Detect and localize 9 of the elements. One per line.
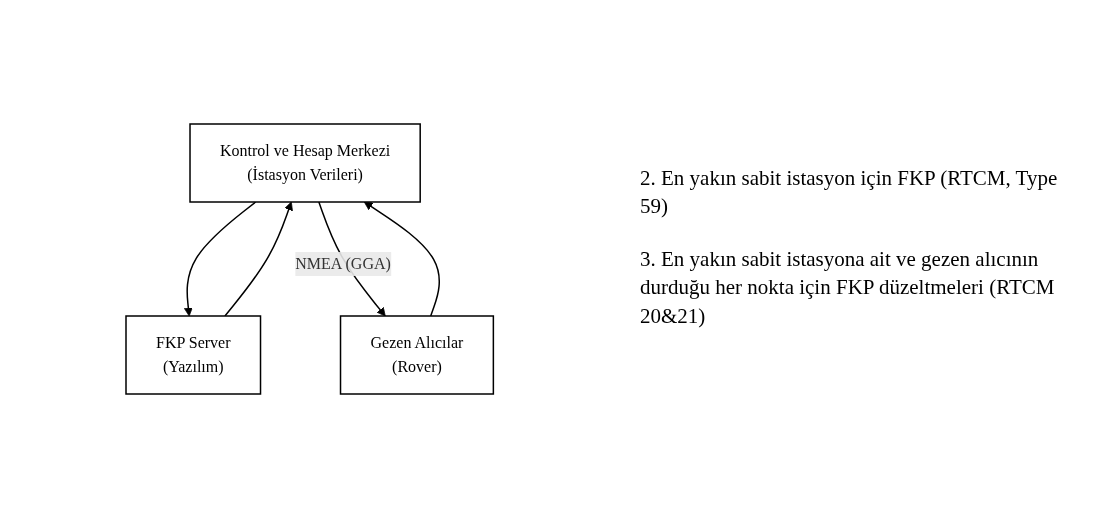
node-box: Gezen Alıcılar (Rover) [340, 315, 495, 395]
note-text: 3. En yakın sabit istasyona ait ve gezen alıcının durduğu her nokta için FKP düzeltmeleri (RTCM 20&21) [640, 245, 1056, 330]
arrow [224, 201, 294, 317]
node-box: FKP Server (Yazılım) [125, 315, 262, 395]
note-text: 2. En yakın sabit istasyon için FKP (RTCM, Type 59) [640, 165, 1059, 221]
arrow [184, 201, 257, 317]
arrow [364, 201, 441, 317]
node-box: Kontrol ve Hesap Merkezi (İstasyon Verileri) [189, 123, 422, 203]
edge-label: NMEA (GGA) [295, 255, 392, 273]
